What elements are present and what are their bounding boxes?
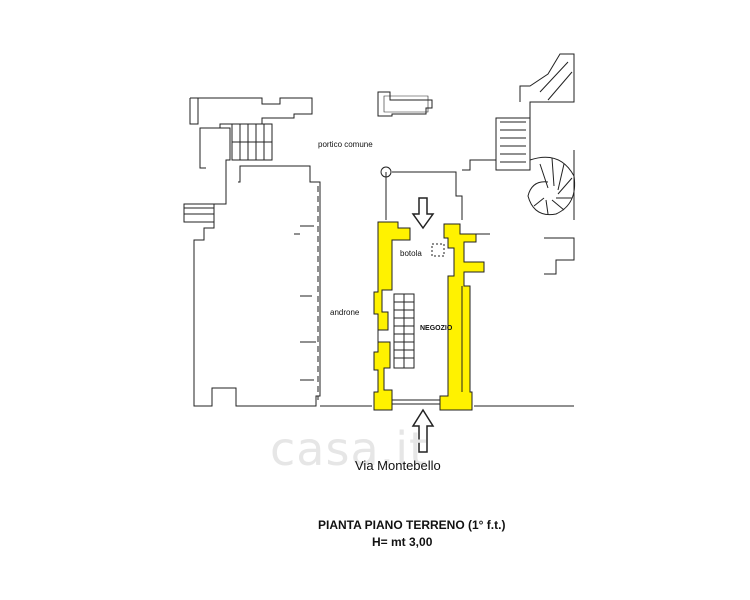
plan-height: H= mt 3,00 xyxy=(372,535,433,549)
shop-internal-stair xyxy=(393,293,415,369)
watermark: casa.it xyxy=(270,422,429,476)
plan-title: PIANTA PIANO TERRENO (1° f.t.) xyxy=(318,518,506,532)
botola-hatch xyxy=(431,243,445,257)
label-botola: botola xyxy=(400,249,422,258)
top-center-notch xyxy=(377,91,433,117)
label-street: Via Montebello xyxy=(355,458,441,473)
label-portico: portico comune xyxy=(318,140,373,149)
right-building-outline xyxy=(462,53,575,171)
label-androne: androne xyxy=(330,308,360,317)
left-building-outline xyxy=(190,97,321,407)
left-stair xyxy=(231,123,273,161)
label-negozio: NEGOZIO xyxy=(420,325,453,332)
down-arrow-icon xyxy=(411,197,435,230)
up-arrow-icon xyxy=(411,408,435,453)
shop-walls-highlight xyxy=(373,221,485,411)
right-spiral-stair xyxy=(527,156,576,216)
